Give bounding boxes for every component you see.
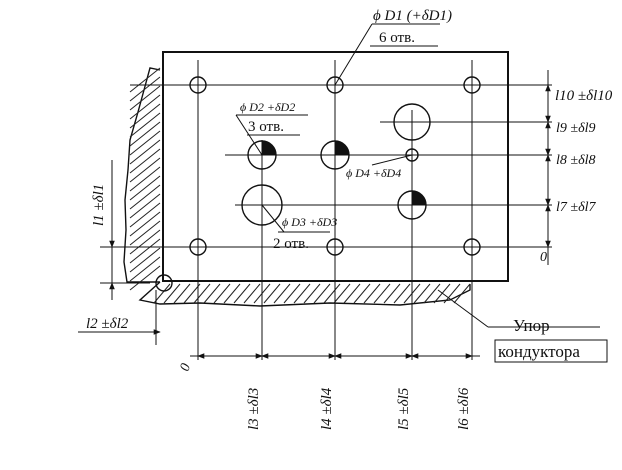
hatch-line <box>129 148 161 174</box>
label-l9: l9 ±δl9 <box>556 121 595 136</box>
hatch-line <box>383 283 401 304</box>
hatch-line <box>129 166 161 192</box>
label-zero-bottom: 0 <box>178 362 194 374</box>
hole-d3 <box>393 103 431 141</box>
hatch-line <box>129 247 161 273</box>
hatch-line <box>129 139 161 165</box>
hatch-line <box>393 283 411 304</box>
hatch-line <box>373 283 391 304</box>
label-l6: l6 ±δl6 <box>456 387 472 430</box>
holes-d3 <box>241 103 431 226</box>
hatch-line <box>203 283 221 304</box>
hole-d1 <box>326 238 344 256</box>
dimension-l2 <box>78 290 161 345</box>
hatch-line <box>183 283 201 304</box>
hatch-lines <box>129 67 471 304</box>
hatch-line <box>173 283 191 304</box>
hatch-line <box>129 175 161 201</box>
hatch-line <box>129 211 161 237</box>
label-l10: l10 ±δl10 <box>555 88 613 104</box>
hatch-line <box>263 283 281 304</box>
hatch-line <box>303 283 321 304</box>
hatch-line <box>129 94 161 120</box>
hatch-line <box>129 121 161 147</box>
label-l7: l7 ±δl7 <box>556 200 596 215</box>
hole-d1 <box>463 238 481 256</box>
hatch-line <box>413 283 431 304</box>
hole-d1 <box>189 238 207 256</box>
hole-d1 <box>463 76 481 94</box>
bottom-stop-outline <box>138 281 471 307</box>
hatch-line <box>323 283 341 304</box>
hatch-line <box>129 193 161 219</box>
hatch-line <box>129 67 161 93</box>
label-d2-count: 3 отв. <box>248 119 284 135</box>
label-d2-tolerance: ϕ D2 +δD2 <box>240 100 295 114</box>
label-l3: l3 ±δl3 <box>246 388 262 430</box>
hole-d4 <box>405 148 419 162</box>
left-stop-outline <box>123 67 161 283</box>
hatch-line <box>129 238 161 264</box>
hatch-line <box>129 202 161 228</box>
hatch-line <box>129 112 161 138</box>
hatch-line <box>273 283 291 304</box>
hole-d1 <box>326 76 344 94</box>
hatch-line <box>313 283 331 304</box>
hatch-line <box>129 157 161 183</box>
hatch-line <box>129 256 161 282</box>
hatch-line <box>153 283 171 304</box>
label-stop-line2: кондуктора <box>498 342 580 361</box>
stop-pin <box>155 274 173 292</box>
label-d4-tolerance: ϕ D4 +δD4 <box>346 166 401 180</box>
label-l2: l2 ±δl2 <box>86 316 129 332</box>
hatch-line <box>233 283 251 304</box>
hatch-line <box>283 283 301 304</box>
hatch-line <box>363 283 381 304</box>
hatch-line <box>353 283 371 304</box>
hatch-line <box>129 265 161 291</box>
hole-centerlines <box>100 60 552 360</box>
holes-d2 <box>247 140 427 220</box>
hatch-line <box>129 103 161 129</box>
label-l4: l4 ±δl4 <box>319 387 335 430</box>
hole-d1 <box>189 76 207 94</box>
hatch-line <box>443 283 461 304</box>
left-dimension-l1 <box>100 160 150 300</box>
label-l8: l8 ±δl8 <box>556 153 595 168</box>
label-d3-count: 2 отв. <box>273 236 309 252</box>
hatch-line <box>129 184 161 210</box>
label-zero-right: 0 <box>540 250 547 265</box>
hatch-line <box>129 85 161 111</box>
label-l1: l1 ±δl1 <box>91 184 107 226</box>
hatch-line <box>293 283 311 304</box>
label-d1-tolerance: ϕ D1 (+δD1) <box>373 8 452 24</box>
label-l5: l5 ±δl5 <box>396 387 412 430</box>
hatch-line <box>213 283 231 304</box>
hatch-line <box>243 283 261 304</box>
hatch-line <box>333 283 351 304</box>
hatch-line <box>223 283 241 304</box>
holes-d1 <box>189 76 481 256</box>
hatch-line <box>129 220 161 246</box>
hatch-line <box>129 130 161 156</box>
hole-d3 <box>241 184 283 226</box>
label-d3-tolerance: ϕ D3 +δD3 <box>282 215 337 229</box>
hatch-line <box>453 283 471 304</box>
hatch-line <box>343 283 361 304</box>
leader-lines <box>235 23 608 363</box>
hatch-line <box>163 283 181 304</box>
label-stop-line1: Упор <box>513 316 550 335</box>
hatch-line <box>193 283 211 304</box>
hatch-line <box>129 76 161 102</box>
label-d1-count: 6 отв. <box>379 30 415 46</box>
hatch-line <box>423 283 441 304</box>
hatch-line <box>129 229 161 255</box>
fixture-stop-hatching <box>123 67 471 307</box>
